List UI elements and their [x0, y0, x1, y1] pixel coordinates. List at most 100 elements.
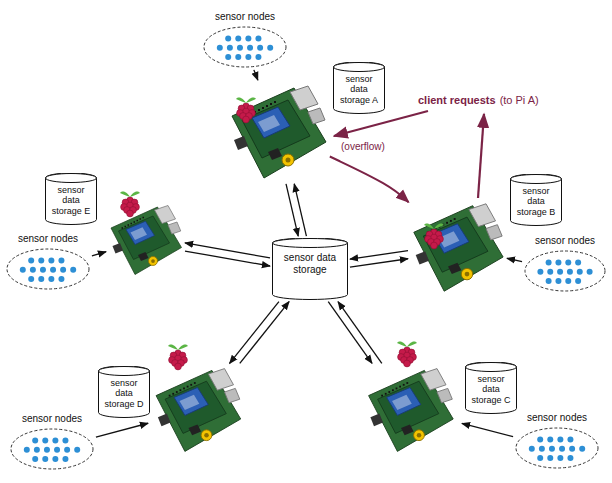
connector-arrow: [92, 252, 106, 256]
node-label: sensor nodes: [505, 412, 609, 424]
connector-arrow: [254, 70, 258, 80]
sensor-dot: [225, 54, 231, 60]
sensor-dot: [255, 54, 261, 60]
sensor-dot: [24, 447, 30, 453]
connector-arrow: [350, 251, 408, 259]
cylinder-body: [466, 362, 517, 414]
storage-cylinder: sensor data storage E: [45, 173, 97, 225]
node-label: sensor data storage: [276, 252, 344, 276]
sensor-dot: [38, 276, 44, 282]
sensor-dot: [559, 446, 565, 452]
raspberry-pi: sensor data storage A: [228, 82, 328, 182]
sensor-dot: [579, 446, 585, 452]
node-label: sensor nodes: [514, 235, 612, 247]
sensor-dot: [58, 276, 64, 282]
sensor-dot: [549, 446, 555, 452]
node-label: sensor data storage B: [513, 186, 559, 217]
cloud-outline: [10, 428, 94, 470]
sensor-dot: [267, 45, 273, 51]
node-label: sensor data storage E: [48, 185, 94, 216]
dashed-ellipse: [525, 251, 605, 291]
cylinder-body: [334, 62, 385, 114]
sensor-dot: [567, 269, 573, 275]
cloud-heading: sensor nodes: [0, 413, 104, 425]
raspberry-logo: [397, 342, 417, 367]
cloud-outline: [515, 427, 599, 469]
sensor-dot: [567, 455, 573, 461]
cylinder-body: [273, 238, 348, 300]
sensor-dot: [54, 447, 60, 453]
connector-arrow: [294, 184, 306, 236]
sensor-dot: [557, 269, 563, 275]
sensor-dot: [217, 45, 223, 51]
raspberry-logo: [120, 192, 140, 217]
request-arrow: [334, 111, 428, 136]
raspberry-pi: sensor data storage E: [108, 195, 183, 285]
sensor-dot: [20, 267, 26, 273]
cylinder-body: [46, 173, 97, 225]
sensor-dot: [50, 267, 56, 273]
cloud-outline: [524, 250, 606, 292]
connector-arrow: [230, 302, 279, 364]
sensor-dot: [48, 276, 54, 282]
sensor-dot: [537, 269, 543, 275]
raspberry-logo: [236, 98, 256, 123]
sensor-dot: [555, 260, 561, 266]
sensor-dot: [537, 437, 543, 443]
storage-cylinder: sensor data storage C: [465, 362, 517, 414]
sensor-dot: [529, 446, 535, 452]
node-label: sensor nodes: [0, 413, 104, 425]
label-row: client requests(to Pi A): [418, 94, 539, 107]
sensor-dot: [34, 447, 40, 453]
pi-board: [414, 204, 503, 291]
dashed-ellipse: [204, 27, 286, 67]
sensor-dot: [227, 45, 233, 51]
sensor-dot: [546, 260, 552, 266]
node-label: sensor data storage D: [101, 378, 147, 409]
raspberry-logo: [168, 345, 188, 370]
sensor-dot: [32, 456, 38, 462]
connector-arrow: [330, 157, 409, 203]
sensor-dot: [575, 278, 581, 284]
sensor-dot: [30, 267, 36, 273]
sensor-dot: [547, 269, 553, 275]
cloud-heading: sensor nodes: [0, 233, 100, 245]
cylinder-top: [511, 175, 562, 184]
connector-arrow: [328, 302, 372, 364]
request-label: (to Pi A): [500, 94, 539, 107]
raspberry-logo: [424, 224, 444, 249]
cylinder-top: [99, 367, 150, 376]
sensor-dot: [32, 438, 38, 444]
raspberry-pi: sensor data storage D: [150, 365, 245, 455]
cylinder-body: [99, 366, 150, 418]
edge-label: (overflow): [340, 141, 386, 153]
sensor-dot: [575, 260, 581, 266]
connector-arrow: [462, 423, 513, 436]
cloud-outline: [6, 248, 90, 290]
sensor-dot: [247, 45, 253, 51]
sensor-dot: [577, 269, 583, 275]
cloud-heading: sensor nodes: [193, 11, 297, 23]
storage-cylinder: sensor data storage D: [98, 366, 150, 418]
sensor-dot: [42, 456, 48, 462]
sensor-dot: [587, 269, 593, 275]
cloud-outline: [203, 26, 287, 68]
sensor-dot: [58, 258, 64, 264]
sensor-dot: [557, 437, 563, 443]
dashed-ellipse: [516, 428, 598, 468]
sensor-dot: [60, 267, 66, 273]
sensor-cloud: sensor nodes: [515, 427, 599, 469]
connector-arrow: [96, 423, 148, 437]
sensor-dot: [40, 267, 46, 273]
request-arrow: [478, 114, 484, 198]
connector-arrow: [185, 251, 270, 266]
sensor-dot: [257, 45, 263, 51]
sensor-dot: [52, 456, 58, 462]
cloud-heading: sensor nodes: [514, 235, 612, 247]
node-label: sensor data storage A: [336, 74, 382, 105]
raspberry-pi: sensor data storage B: [410, 200, 505, 295]
sensor-dot: [255, 36, 261, 42]
sensor-cloud: sensor nodes: [203, 26, 287, 68]
sensor-dot: [42, 438, 48, 444]
